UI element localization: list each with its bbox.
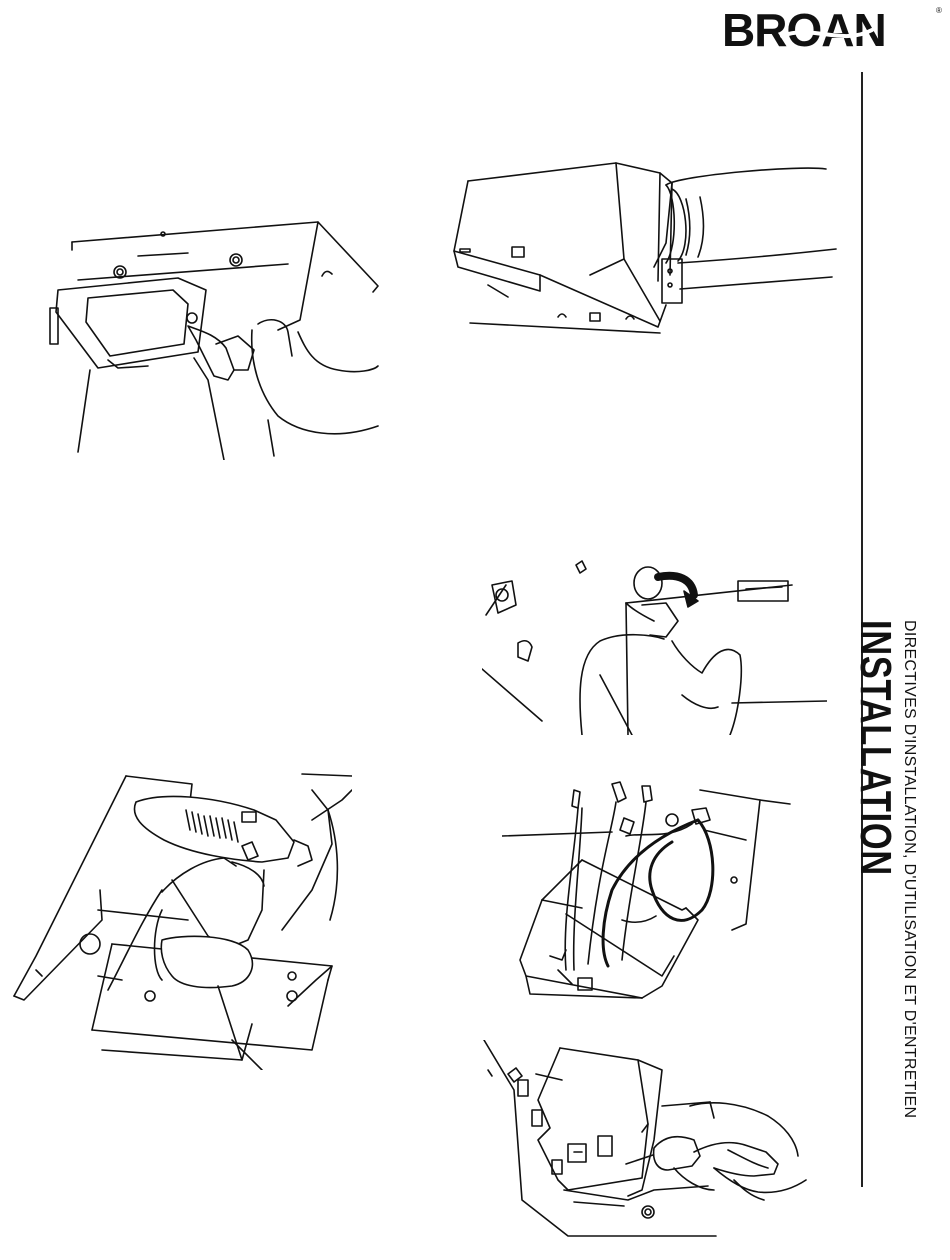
sidebar-title-block: DIRECTIVES D'INSTALLATION, D'UTILISATION… (852, 620, 920, 1190)
drill-joist-illustration (12, 770, 352, 1070)
broan-logo: BROAN ® (722, 6, 944, 54)
registered-mark: ® (936, 6, 942, 15)
hand-drill-housing-illustration (38, 220, 383, 460)
hand-knockout-illustration (482, 555, 827, 735)
duct-housing-illustration (440, 155, 840, 335)
logo-swoosh-icon (722, 6, 944, 54)
screwdriver-cover-illustration (478, 1040, 808, 1240)
document-subtitle: DIRECTIVES D'INSTALLATION, D'UTILISATION… (898, 620, 920, 1190)
wiring-box-illustration (502, 780, 802, 1002)
document-title: INSTALLATION (852, 620, 898, 1065)
